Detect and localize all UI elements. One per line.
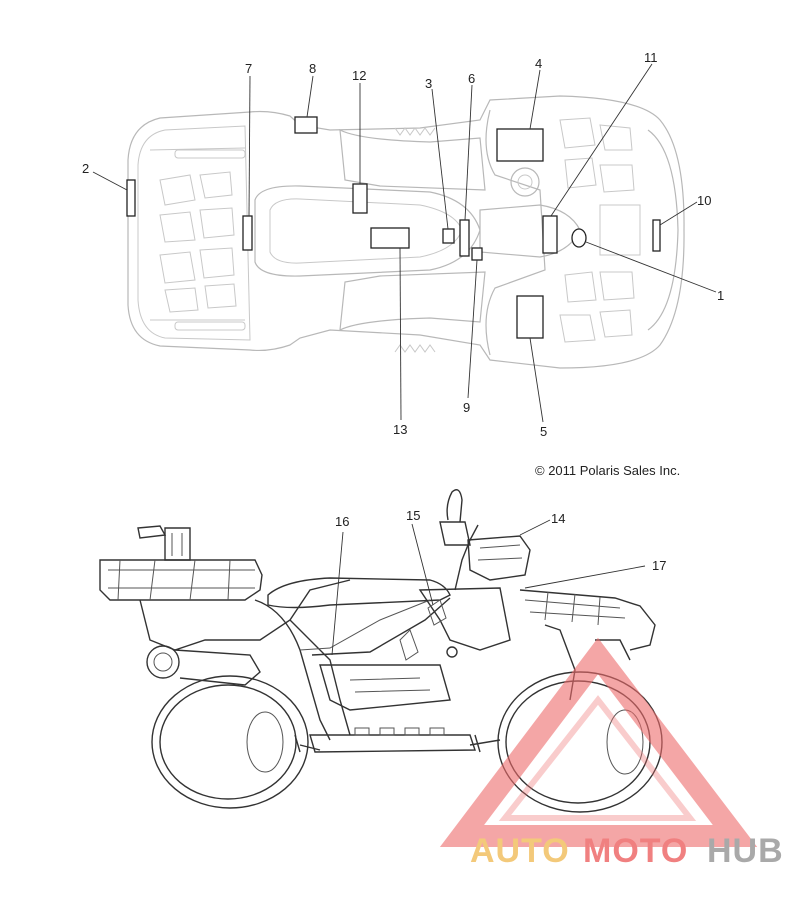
callout-15: 15 (406, 508, 420, 523)
top-callouts: 1 2 3 4 5 6 7 8 9 10 11 12 13 (82, 50, 724, 439)
decal-3 (442, 228, 455, 244)
decal-11 (542, 215, 558, 254)
callout-5: 5 (540, 424, 547, 439)
decal-6 (459, 219, 470, 257)
atv-top-view (127, 95, 685, 369)
decal-12 (352, 183, 368, 214)
callout-11: 11 (644, 50, 658, 65)
decal-5 (516, 295, 544, 339)
decal-4 (496, 128, 544, 162)
watermark-auto: AUTO (470, 832, 570, 870)
decal-2 (126, 179, 136, 217)
decal-10 (652, 219, 661, 252)
callout-17: 17 (652, 558, 666, 573)
callout-6: 6 (468, 71, 475, 86)
callout-3: 3 (425, 76, 432, 91)
callout-12: 12 (352, 68, 366, 83)
callout-1: 1 (717, 288, 724, 303)
callout-4: 4 (535, 56, 542, 71)
side-callouts: 14 15 16 17 (335, 508, 666, 573)
automotohub-watermark: AUTO MOTO HUB (439, 637, 784, 870)
decal-7 (242, 215, 253, 251)
callout-13: 13 (393, 422, 407, 437)
top-view-decals (126, 116, 661, 339)
watermark-hub: HUB (707, 832, 784, 870)
decal-9 (471, 247, 483, 261)
copyright-text: © 2011 Polaris Sales Inc. (535, 463, 680, 478)
watermark-moto: MOTO (583, 832, 688, 870)
decal-1 (571, 228, 587, 248)
decal-8 (294, 116, 318, 134)
callout-9: 9 (463, 400, 470, 415)
callout-14: 14 (551, 511, 565, 526)
callout-7: 7 (245, 61, 252, 76)
callout-8: 8 (309, 61, 316, 76)
callout-16: 16 (335, 514, 349, 529)
atv-side-view (99, 489, 663, 813)
side-leaders (331, 519, 646, 656)
callout-10: 10 (697, 193, 711, 208)
decal-13 (370, 227, 410, 249)
top-leaders (92, 63, 717, 423)
callout-2: 2 (82, 161, 89, 176)
